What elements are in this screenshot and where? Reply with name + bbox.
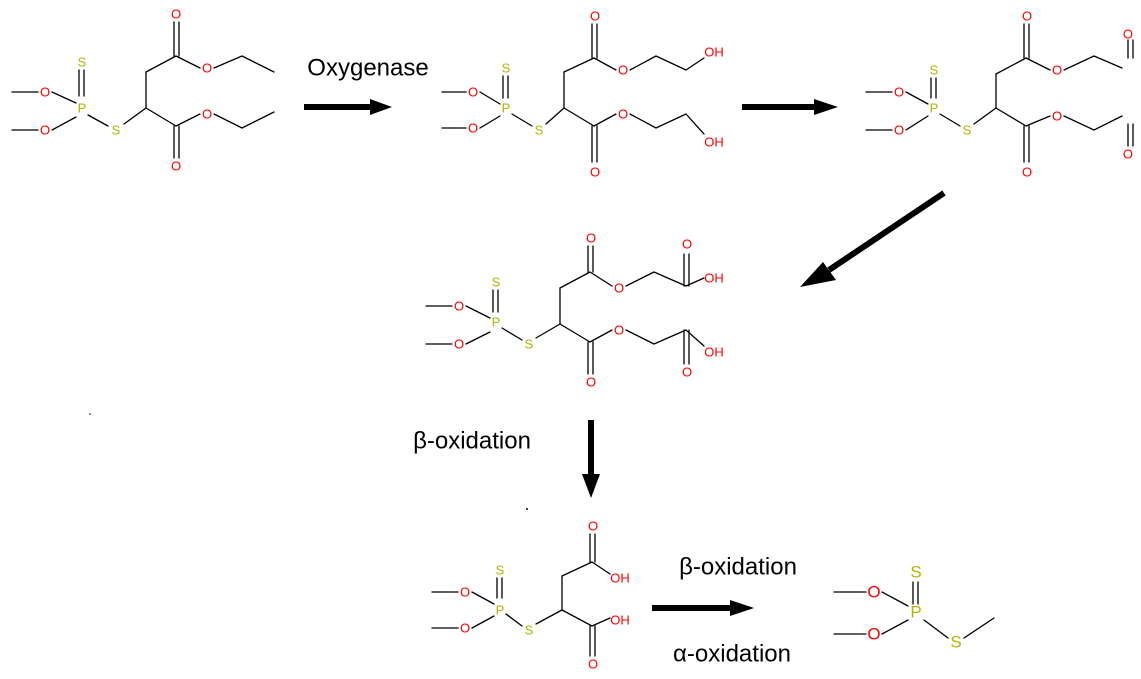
atom-o: O (454, 299, 464, 314)
atom-o: O (586, 231, 596, 246)
atom-o: O (1123, 27, 1133, 42)
atom-o: O (682, 365, 692, 380)
atom-o: O (454, 337, 464, 352)
atom-s: S (930, 63, 939, 78)
atom-o: O (202, 107, 212, 122)
atom-o: O (682, 237, 692, 252)
atom-oh: OH (704, 135, 724, 150)
compound-dialdehyde: O O P S S O O O O O O (865, 9, 1134, 180)
atom-p: P (930, 101, 939, 116)
atom-o: O (588, 519, 598, 534)
atom-s: S (492, 275, 501, 290)
atom-o: O (1123, 147, 1133, 162)
compound-diol: O O P S S O O O O OH OH (441, 9, 724, 180)
atom-p: P (496, 603, 505, 618)
atom-o: O (1022, 9, 1032, 24)
atom-o: O (468, 121, 478, 136)
atom-o: O (588, 657, 598, 672)
arrow-oxygenase (304, 99, 392, 115)
atom-o: O (171, 7, 181, 22)
atom-s: S (950, 633, 961, 652)
atom-o: O (590, 9, 600, 24)
atom-o: O (40, 85, 50, 100)
stray-dot (526, 508, 528, 510)
atom-p: P (910, 603, 921, 622)
atom-o: O (618, 107, 628, 122)
atom-s: S (910, 563, 921, 582)
arrow-oxidation-to-aldehyde (742, 99, 838, 115)
atom-o: O (867, 583, 880, 602)
atom-p: P (78, 101, 87, 116)
atom-oh: OH (610, 571, 630, 586)
atom-s: S (963, 123, 972, 138)
atom-p: P (492, 315, 501, 330)
atom-o: O (460, 585, 470, 600)
atom-s: S (502, 61, 511, 76)
atom-o: O (40, 123, 50, 138)
atom-oh: OH (704, 345, 724, 360)
compound-malathion-diester: O O P S S O O O O (11, 7, 275, 174)
atom-s: S (496, 563, 505, 578)
atom-s: S (78, 55, 87, 70)
atom-o: O (171, 159, 181, 174)
atom-o: O (614, 323, 624, 338)
atom-oh: OH (704, 271, 724, 286)
atom-o: O (586, 375, 596, 390)
atom-o: O (202, 61, 212, 76)
atom-s: S (525, 623, 534, 638)
atom-o: O (867, 625, 880, 644)
atom-o: O (894, 85, 904, 100)
atom-s: S (525, 337, 534, 352)
arrow-beta-oxidation-down (582, 420, 600, 498)
atom-o: O (1052, 63, 1062, 78)
atom-o: O (614, 281, 624, 296)
atom-o: O (460, 621, 470, 636)
step-label-oxygenase: Oxygenase (307, 55, 428, 82)
atom-oh: OH (610, 613, 630, 628)
atom-s: S (112, 123, 121, 138)
atom-o: O (1022, 165, 1032, 180)
arrow-to-final-product (652, 600, 754, 616)
atom-p: P (502, 101, 511, 116)
stray-dot (89, 413, 91, 415)
atom-o: O (894, 123, 904, 138)
atom-o: O (618, 63, 628, 78)
step-label-beta-oxidation-2: β-oxidation (679, 554, 797, 581)
compound-dimethyl-methylphosphorodithioate: O O P S S (833, 563, 995, 652)
arrow-aldehyde-to-acid (800, 190, 946, 287)
atom-oh: OH (704, 45, 724, 60)
atom-o: O (468, 85, 478, 100)
compound-succinic-acid-derivative: O O P S S O OH OH O (431, 519, 630, 672)
step-label-alpha-oxidation: α-oxidation (673, 641, 791, 668)
compound-diacid-ester: O O P S S O O O O O O OH OH (425, 231, 724, 390)
step-label-beta-oxidation: β-oxidation (413, 428, 531, 455)
atom-s: S (535, 123, 544, 138)
atom-o: O (1052, 109, 1062, 124)
atom-o: O (590, 165, 600, 180)
